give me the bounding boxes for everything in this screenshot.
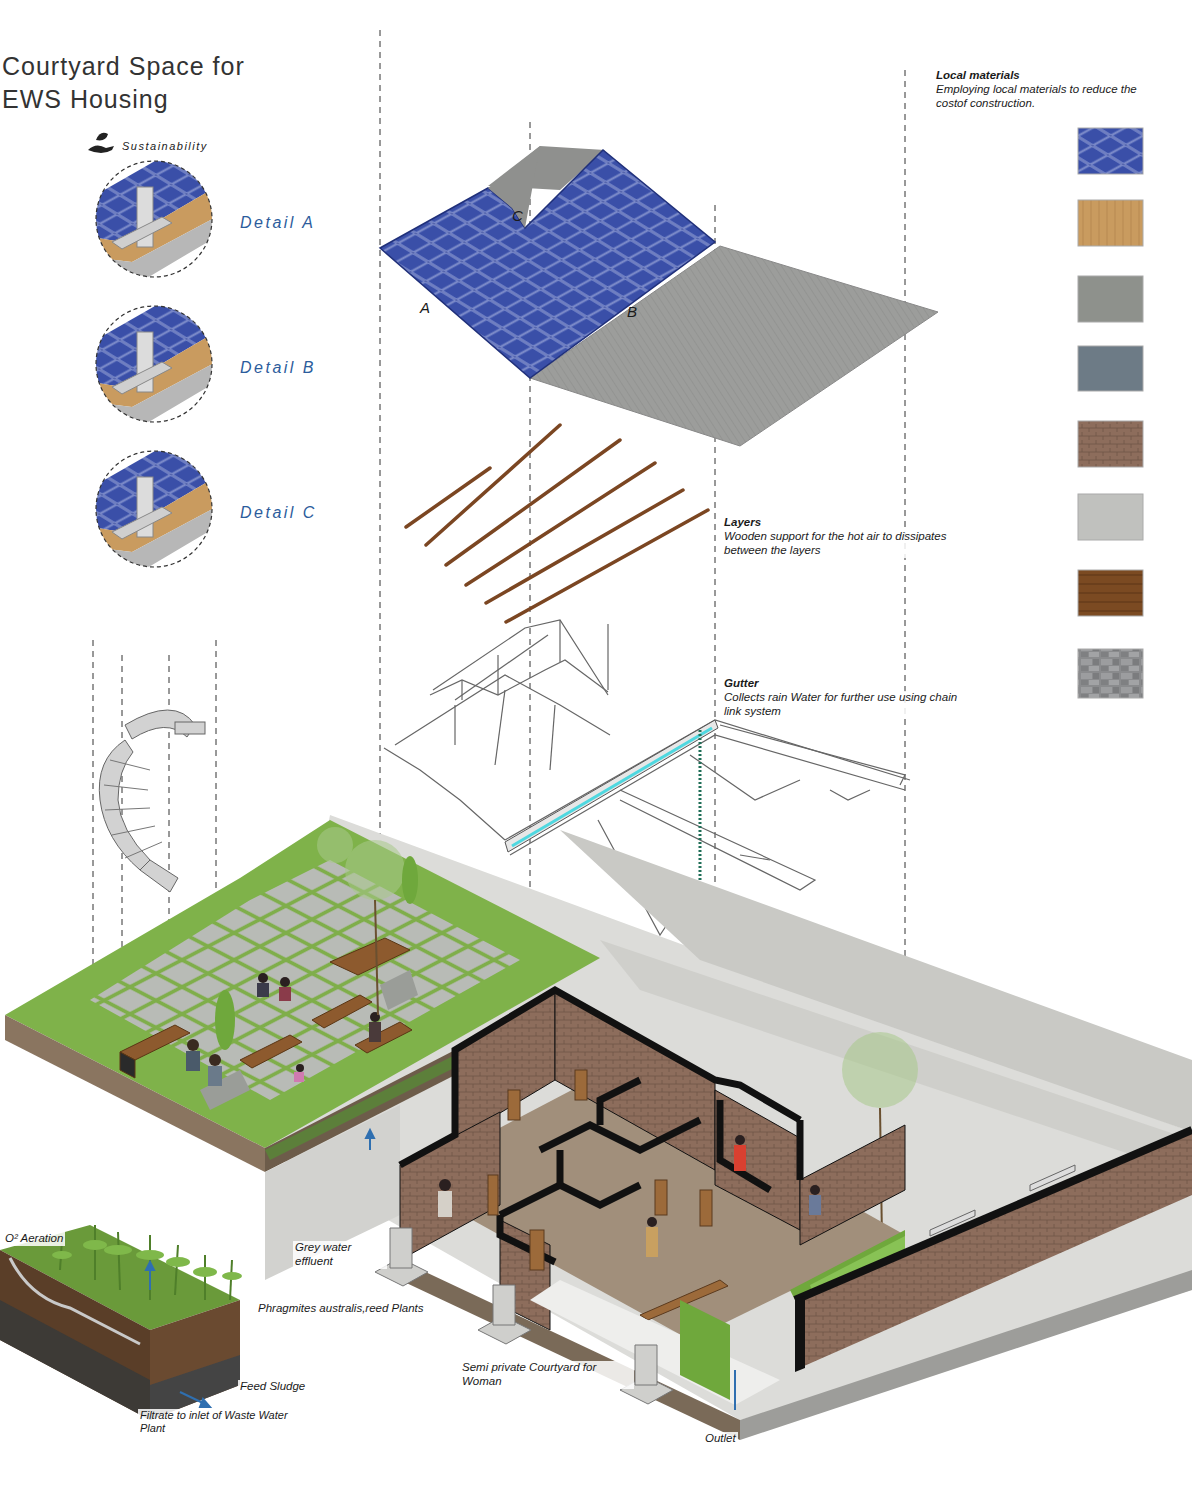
- roof-part-label: A: [418, 299, 432, 317]
- callout-note: Wooden support for the hot air to dissip…: [722, 530, 971, 558]
- detail-callout: Detail B: [92, 302, 321, 426]
- detail-callout: Detail A: [92, 157, 320, 281]
- callout-note: Collects rain Water for further use usin…: [722, 691, 976, 719]
- process-label: Filtrate to inlet of Waste Water Plant: [138, 1409, 302, 1435]
- legend-note: Employing local materials to reduce the …: [934, 83, 1163, 111]
- callout-heading: Gutter: [722, 677, 761, 691]
- callout-label: Grey water effluent: [293, 1241, 387, 1269]
- callout-label: Outlet: [703, 1432, 738, 1446]
- detail-label: Detail C: [240, 503, 317, 522]
- detail-label: Detail B: [240, 358, 316, 377]
- callout-heading: Layers: [722, 516, 763, 530]
- roof-part-label: C: [510, 207, 525, 225]
- detail-circle: [92, 157, 216, 281]
- detail-circle: [92, 302, 216, 426]
- diagram-title: Courtyard Space for EWS Housing: [2, 50, 302, 115]
- process-label: O² Aeration: [3, 1232, 65, 1246]
- callout-label: Semi private Courtyard for Woman: [460, 1361, 634, 1389]
- detail-label: Detail A: [240, 213, 315, 232]
- callout-label: Phragmites australis,reed Plants: [256, 1302, 430, 1316]
- detail-circle: [92, 447, 216, 571]
- process-label: Feed Sludge: [238, 1380, 307, 1394]
- section-label: Sustainability: [120, 140, 210, 153]
- detail-callout: Detail C: [92, 447, 321, 571]
- roof-part-label: B: [625, 303, 639, 321]
- legend-heading: Local materials: [934, 69, 1022, 83]
